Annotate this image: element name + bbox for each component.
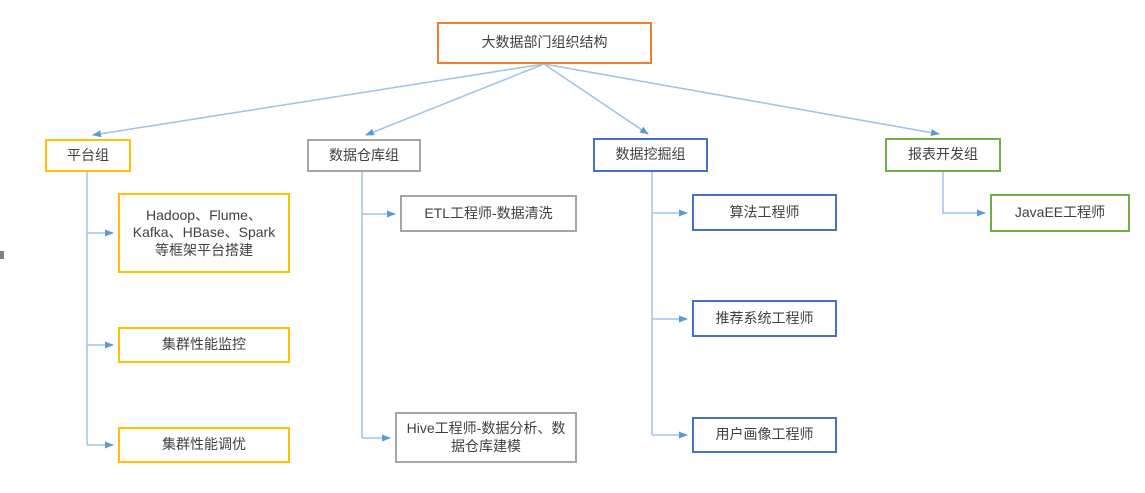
node-report-javaee-label: JavaEE工程师 — [1014, 204, 1106, 221]
node-warehouse-hive-label: Hive工程师-数据分析、数据仓库建模 — [406, 420, 566, 454]
node-group-mining[interactable]: 数据挖掘组 — [593, 138, 708, 172]
node-mining-user-profile[interactable]: 用户画像工程师 — [692, 417, 837, 453]
node-group-warehouse-label: 数据仓库组 — [329, 146, 399, 163]
node-platform-monitoring-label: 集群性能监控 — [162, 336, 246, 353]
node-department-root-label: 大数据部门组织结构 — [481, 34, 608, 51]
connector-root-to-report — [543, 63, 940, 137]
node-report-javaee[interactable]: JavaEE工程师 — [990, 194, 1130, 232]
node-mining-algorithm-label: 算法工程师 — [729, 203, 800, 220]
node-mining-user-profile-label: 用户画像工程师 — [715, 426, 814, 443]
node-platform-frameworks-label: Hadoop、Flume、Kafka、HBase、Spark等框架平台搭建 — [132, 206, 276, 258]
node-warehouse-etl[interactable]: ETL工程师-数据清洗 — [400, 195, 577, 232]
node-mining-algorithm[interactable]: 算法工程师 — [692, 194, 837, 231]
node-warehouse-hive[interactable]: Hive工程师-数据分析、数据仓库建模 — [395, 412, 577, 463]
node-group-platform-label: 平台组 — [67, 146, 109, 163]
page-edge-mark — [0, 251, 4, 259]
connector-root-to-warehouse — [365, 63, 545, 136]
node-group-mining-label: 数据挖掘组 — [615, 146, 686, 163]
node-group-report[interactable]: 报表开发组 — [885, 138, 1001, 172]
connector-root-to-mining — [543, 63, 649, 135]
node-mining-recommendation-label: 推荐系统工程师 — [715, 309, 814, 326]
node-group-platform[interactable]: 平台组 — [45, 139, 131, 172]
node-platform-tuning[interactable]: 集群性能调优 — [118, 427, 290, 463]
node-platform-monitoring[interactable]: 集群性能监控 — [118, 327, 290, 363]
connector-report-trunk — [942, 172, 986, 217]
node-platform-tuning-label: 集群性能调优 — [162, 436, 246, 453]
node-mining-recommendation[interactable]: 推荐系统工程师 — [692, 300, 837, 337]
connector-root-to-platform — [92, 63, 545, 138]
node-warehouse-etl-label: ETL工程师-数据清洗 — [424, 204, 553, 221]
node-group-report-label: 报表开发组 — [908, 146, 978, 163]
node-platform-frameworks[interactable]: Hadoop、Flume、Kafka、HBase、Spark等框架平台搭建 — [118, 193, 290, 273]
node-group-warehouse[interactable]: 数据仓库组 — [307, 139, 421, 172]
node-department-root[interactable]: 大数据部门组织结构 — [437, 22, 652, 64]
